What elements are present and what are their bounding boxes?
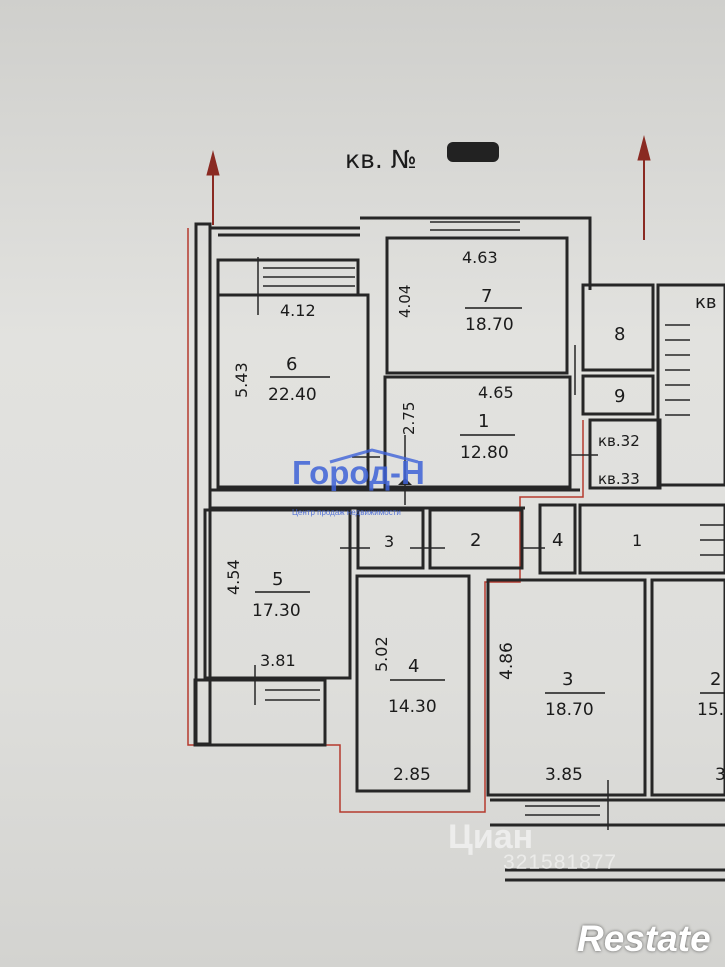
apartment-label: кв. № [345,145,417,174]
room-2-number: 2 [470,530,481,551]
room-9-number: 9 [614,386,625,407]
room-4-width: 2.85 [393,765,431,785]
neighbour-room-2-area: 15. [697,700,724,720]
agency-watermark-subtitle: Центр продаж недвижимости [292,508,401,517]
room-4-depth: 5.02 [372,636,391,672]
room-1-area: 12.80 [460,443,509,463]
room-8-number: 8 [614,324,625,345]
redacted-apartment-number [447,142,499,162]
room-5-width: 3.81 [260,651,296,670]
room-6-area: 22.40 [268,385,317,405]
room-6-width: 4.12 [280,301,316,320]
room-5-area: 17.30 [252,601,301,621]
walls [193,216,725,882]
cian-watermark: Циан [448,818,534,856]
room-1-number: 1 [478,411,489,432]
neighbour-room-2-width: 3 [715,765,725,785]
room-1-depth: 2.75 [400,402,418,435]
room-4-area: 14.30 [388,697,437,717]
room-3-area: 18.70 [545,700,594,720]
restate-watermark: Restate [577,918,711,959]
room-1-small-number: 1 [632,531,642,550]
room-3-number: 3 [562,669,573,690]
room-3-depth: 4.86 [497,642,517,680]
room-4-number: 4 [408,656,419,677]
room-5-depth: 4.54 [224,559,243,595]
room-7-depth: 4.04 [396,285,414,318]
agency-logo-roof [329,448,419,464]
room-6-number: 6 [286,354,297,375]
apt-label-cut: кв [695,292,716,313]
north-arrow-right [637,135,651,240]
room-3-width: 3.85 [545,765,583,785]
room-7-width: 4.63 [462,248,498,267]
apt-32-label: кв.32 [598,432,640,450]
agency-watermark: Город-Н [292,454,425,491]
room-5-number: 5 [272,569,283,590]
room-7-area: 18.70 [465,315,514,335]
room-1-width: 4.65 [478,383,514,402]
room-7-number: 7 [481,286,492,307]
room-4-small-number: 4 [552,530,563,551]
apt-33-label: кв.33 [598,470,640,488]
cian-listing-id: 321581877 [503,851,618,874]
neighbour-room-2-number: 2 [710,669,721,690]
north-arrow-left [206,150,220,225]
room-3-small-number: 3 [384,532,394,551]
room-6-depth: 5.43 [232,362,251,398]
